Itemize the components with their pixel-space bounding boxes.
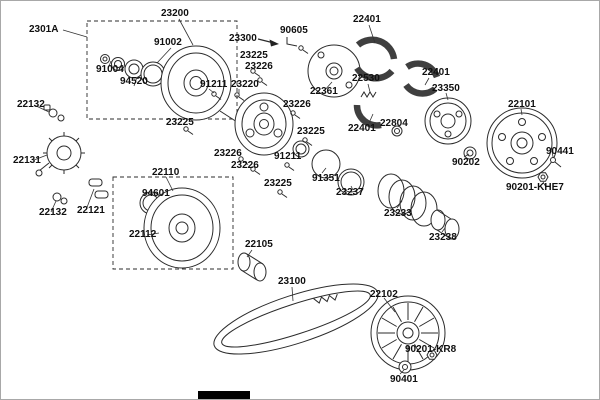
spring-art — [377, 173, 438, 227]
part-label-23238: 23238 — [429, 232, 457, 243]
bottom-crop-mark — [198, 391, 250, 399]
part-label-22101: 22101 — [508, 99, 536, 110]
part-label-22132-bottom: 22132 — [39, 207, 67, 218]
clutch-plate-art — [307, 44, 361, 98]
part-label-23220: 23220 — [231, 79, 259, 90]
part-label-23226-2: 23226 — [283, 99, 311, 110]
part-label-23350: 23350 — [432, 83, 460, 94]
part-label-22530: 22530 — [352, 73, 380, 84]
part-label-91211-2: 91211 — [274, 151, 302, 162]
fan-face-art — [370, 295, 446, 374]
part-label-23300: 23300 — [229, 33, 257, 44]
part-label-90202: 90202 — [452, 157, 480, 168]
drive-face-art — [100, 45, 238, 123]
part-label-90605: 90605 — [280, 25, 308, 36]
part-label-23200: 23200 — [161, 8, 189, 19]
part-label-91211-1: 91211 — [200, 79, 228, 90]
part-label-22804: 22804 — [380, 118, 408, 129]
part-label-90441: 90441 — [546, 146, 574, 157]
part-label-23233: 23233 — [384, 208, 412, 219]
part-label-22105: 22105 — [245, 239, 273, 250]
part-label-22121: 22121 — [77, 205, 105, 216]
part-label-23100: 23100 — [278, 276, 306, 287]
part-label-22401-right: 22401 — [422, 67, 450, 78]
part-label-23225-3: 23225 — [297, 126, 325, 137]
part-label-22361: 22361 — [310, 86, 338, 97]
part-label-23225-2: 23225 — [166, 117, 194, 128]
fastener-screws-art — [183, 45, 313, 198]
bushing-art — [237, 252, 267, 282]
part-label-22112: 22112 — [129, 229, 157, 240]
part-label-23225-4: 23225 — [264, 178, 292, 189]
spacer-art — [430, 209, 460, 240]
part-label-91002: 91002 — [154, 37, 182, 48]
elbow-pointer-icon — [286, 37, 298, 47]
part-label-94601: 94601 — [142, 188, 170, 199]
drive-belt-art — [213, 283, 379, 355]
clutch-shoes-art — [353, 36, 441, 129]
arrow-right-icon — [257, 38, 279, 47]
part-label-91351: 91351 — [312, 173, 340, 184]
part-label-22110: 22110 — [152, 167, 180, 178]
leader-lines-art — [33, 18, 554, 375]
part-label-23226-1: 23226 — [245, 61, 273, 72]
part-label-90201-KR8: 90201-KR8 — [405, 344, 457, 355]
part-label-22132-top: 22132 — [17, 99, 45, 110]
part-label-22401-lower: 22401 — [348, 123, 376, 134]
rings-art — [292, 140, 365, 196]
part-label-90201-KHE7: 90201-KHE7 — [506, 182, 564, 193]
part-label-22102: 22102 — [370, 289, 398, 300]
part-label-22401-top: 22401 — [353, 14, 381, 25]
part-label-94520: 94520 — [120, 76, 148, 87]
part-label-23226-4: 23226 — [231, 160, 259, 171]
movable-face-art — [234, 92, 294, 156]
part-label-22131: 22131 — [13, 155, 41, 166]
part-label-90401: 90401 — [390, 374, 418, 385]
assembly-outline-2301A — [86, 20, 238, 120]
shoe-spring-art — [360, 91, 403, 137]
clutch-drive-plate-art — [424, 97, 477, 160]
part-label-23237: 23237 — [336, 187, 364, 198]
part-label-23226-3: 23226 — [214, 148, 242, 159]
clutch-bell-art — [486, 107, 562, 182]
assembly-outline-22110 — [112, 176, 234, 270]
part-label-2301A: 2301A — [29, 24, 59, 35]
part-label-91004: 91004 — [96, 64, 124, 75]
driven-face-art — [139, 187, 221, 269]
ratchet-art — [35, 104, 109, 205]
part-label-23225-1: 23225 — [240, 50, 268, 61]
